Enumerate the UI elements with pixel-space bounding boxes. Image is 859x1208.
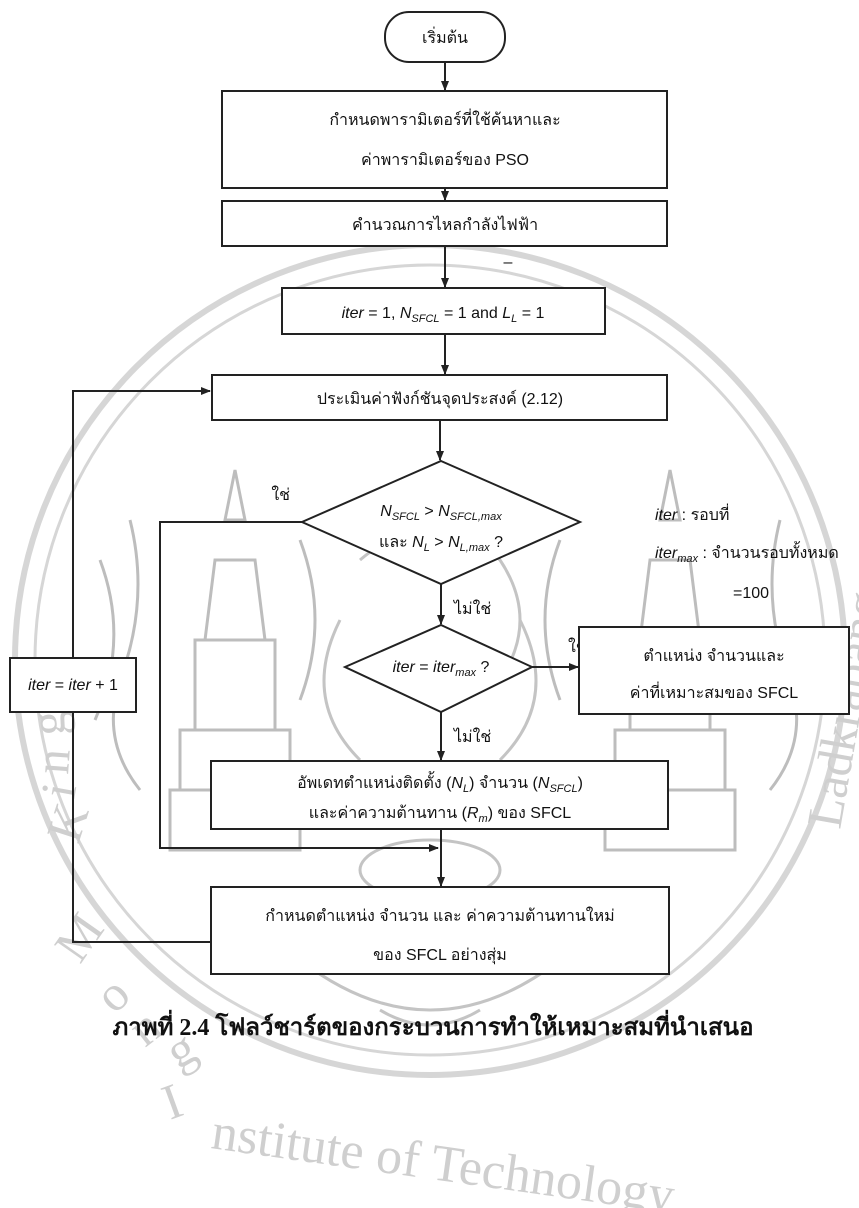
decision2-no-label: ไม่ใช่ <box>452 727 491 746</box>
decision1-no-label: ไม่ใช่ <box>452 599 491 618</box>
update-line2: และค่าความต้านทาน (Rm) ของ SFCL <box>309 804 571 825</box>
update-line1: อัพเดทตำแหน่งติดตั้ง (NL) จำนวน (NSFCL) <box>297 771 583 795</box>
set-parameters-line2: ค่าพารามิเตอร์ของ PSO <box>361 150 529 169</box>
decision-sfcl-line2: และ NL > NL,max ? <box>379 534 503 554</box>
figure-caption: ภาพที่ 2.4 โฟลว์ชาร์ตของกระบวนการทำให้เห… <box>112 1009 753 1041</box>
decision1-yes-label: ใช่ <box>271 485 290 504</box>
set-parameters-box <box>221 90 668 189</box>
update-box <box>210 760 669 830</box>
svg-text:g: g <box>19 709 76 737</box>
decision-sfcl-limit <box>299 459 583 586</box>
svg-text:n: n <box>23 747 81 776</box>
legend-itermax-value: =100 <box>733 585 769 602</box>
start-label: เริ่มต้น <box>422 26 468 47</box>
legend-itermax: itermax : จำนวนรอบทั้งหมด <box>655 541 839 565</box>
power-flow-label: คำนวณการไหลกำลังไฟฟ้า <box>352 215 538 234</box>
legend-iter: iter : รอบที่ <box>655 503 729 524</box>
random-assign-box <box>210 886 670 975</box>
init-box <box>281 287 606 335</box>
loop-increment-box <box>9 657 137 713</box>
result-line1: ตำแหน่ง จำนวนและ <box>643 648 784 665</box>
set-parameters-line1: กำหนดพารามิเตอร์ที่ใช้ค้นหาและ <box>329 108 560 129</box>
loop-increment-label: iter = iter + 1 <box>28 677 118 694</box>
evaluate-objective-box <box>211 374 668 421</box>
result-line2: ค่าที่เหมาะสมของ SFCL <box>630 681 798 702</box>
init-label: iter = 1, NSFCL = 1 and LL = 1 <box>342 305 545 325</box>
random-assign-line2: ของ SFCL อย่างสุ่ม <box>373 947 507 965</box>
result-box <box>578 626 850 715</box>
decision-iter-label: iter = itermax ? <box>393 659 490 679</box>
decision-sfcl-line1: NSFCL > NSFCL,max <box>380 503 502 523</box>
evaluate-objective-label: ประเมินค่าฟังก์ชันจุดประสงค์ (2.12) <box>317 389 563 409</box>
random-assign-line1: กำหนดตำแหน่ง จำนวน และ ค่าความต้านทานใหม… <box>265 906 614 925</box>
stray-dash: – <box>504 254 513 271</box>
